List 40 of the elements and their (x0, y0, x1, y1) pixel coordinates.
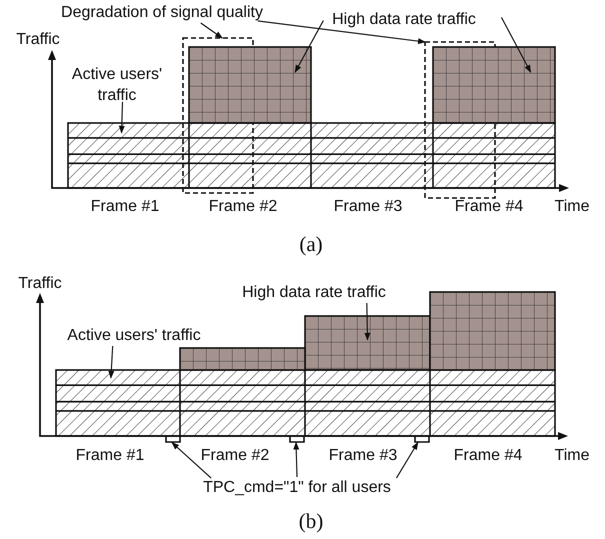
traffic-block (305, 316, 430, 370)
axis-label: Frame #4 (454, 197, 524, 217)
hatched-traffic-stack (56, 370, 555, 436)
leader-line (293, 442, 300, 478)
traffic-block (430, 292, 555, 370)
leader-line (108, 346, 114, 379)
axis-label: Frame #3 (328, 446, 398, 466)
leader-line (118, 102, 125, 134)
axis-label: Frame #2 (208, 197, 278, 217)
axis-label: Frame #2 (200, 446, 270, 466)
traffic-block (189, 47, 311, 123)
leader-line (200, 22, 224, 39)
leader-line (500, 17, 532, 73)
annotation-text: Active users' traffic (62, 64, 172, 106)
traffic-block (180, 348, 305, 370)
leader-line (171, 442, 212, 478)
axis-label: Traffic (18, 274, 62, 294)
panel-caption: (a) (299, 234, 323, 254)
annotation-text: Active users' traffic (52, 325, 216, 346)
axis-label: Frame #1 (90, 197, 160, 217)
hatched-traffic-stack (68, 123, 555, 188)
panel-caption: (b) (298, 511, 324, 531)
leader-line (364, 302, 370, 341)
axis-label: Frame #1 (76, 446, 144, 466)
leader-line (258, 20, 426, 44)
gap-bracket (290, 436, 304, 442)
axis-label: Time (554, 446, 590, 466)
gap-bracket (166, 436, 180, 442)
annotation-text: Degradation of signal quality (48, 2, 276, 23)
leader-line (396, 442, 418, 478)
axis-label: Frame #3 (334, 197, 402, 217)
axis-label: Traffic (16, 30, 60, 50)
leader-line (294, 20, 324, 73)
annotation-text: High data rate traffic (320, 9, 488, 30)
annotation-text: TPC_cmd="1" for all users (184, 477, 410, 498)
axis-label: Frame #4 (454, 446, 522, 466)
gap-bracket (415, 436, 429, 442)
annotation-text: High data rate traffic (226, 282, 402, 303)
axis-label: Time (554, 197, 590, 217)
traffic-block (433, 47, 555, 123)
